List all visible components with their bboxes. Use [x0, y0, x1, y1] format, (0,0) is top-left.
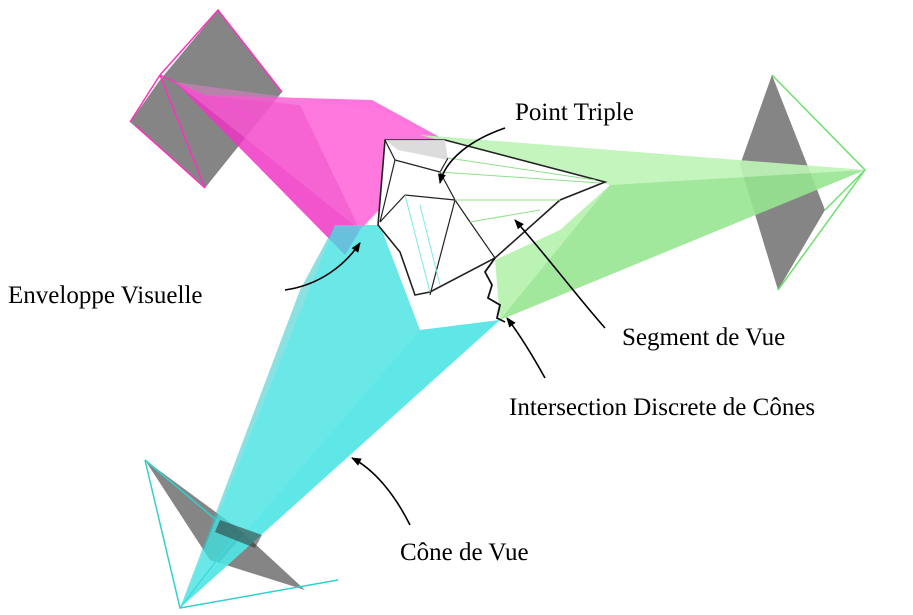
arrow-cone-de-vue: [351, 457, 411, 526]
label-enveloppe-visuelle: Enveloppe Visuelle: [8, 282, 203, 309]
label-cone-de-vue: Cône de Vue: [400, 539, 529, 566]
cyan-cone-dark-band: [215, 520, 262, 548]
label-intersection-discrete: Intersection Discrete de Cônes: [509, 394, 816, 421]
label-point-triple: Point Triple: [515, 99, 634, 126]
magenta-cone: [175, 82, 445, 255]
arrow-segment-de-vue: [514, 219, 606, 329]
discrete-intersection-edge: [483, 257, 506, 323]
arrow-intersection: [506, 317, 546, 379]
arrow-enveloppe-visuelle: [284, 242, 361, 291]
green-cone: [420, 135, 865, 320]
arrow-point-triple: [438, 127, 506, 184]
label-segment-de-vue: Segment de Vue: [622, 324, 786, 351]
annotation-arrows: [284, 127, 606, 526]
cyan-cone: [180, 225, 500, 608]
